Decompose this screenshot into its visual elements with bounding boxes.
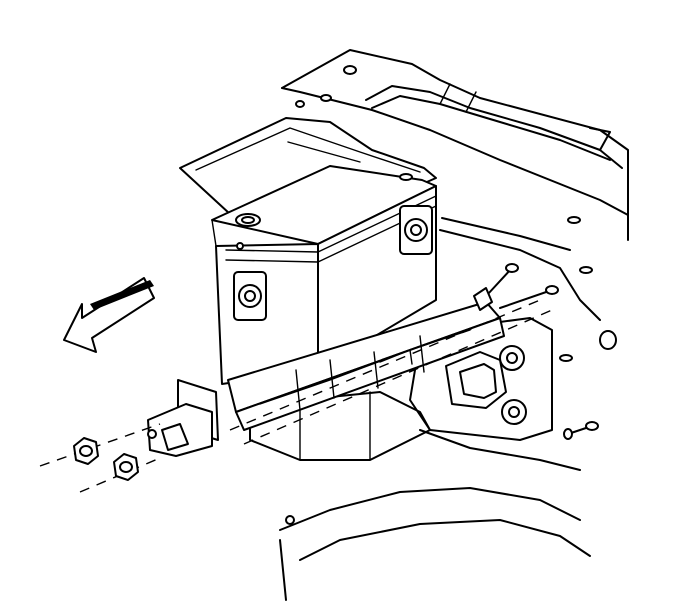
nut-left: [73, 437, 99, 465]
bracket-bolt: [563, 421, 599, 440]
hold-down-bolt-upper: [473, 263, 519, 311]
terminal-cap-right: [399, 205, 433, 255]
hold-down-bolt-lower: [499, 285, 559, 425]
wheel-well-outline: [279, 429, 591, 601]
removal-direction-arrow: [63, 277, 155, 353]
battery-hold-down-bracket: [147, 301, 505, 457]
engine-compartment-panel: [281, 49, 629, 362]
terminal-cap-left: [233, 271, 267, 321]
nut-right: [113, 453, 139, 481]
